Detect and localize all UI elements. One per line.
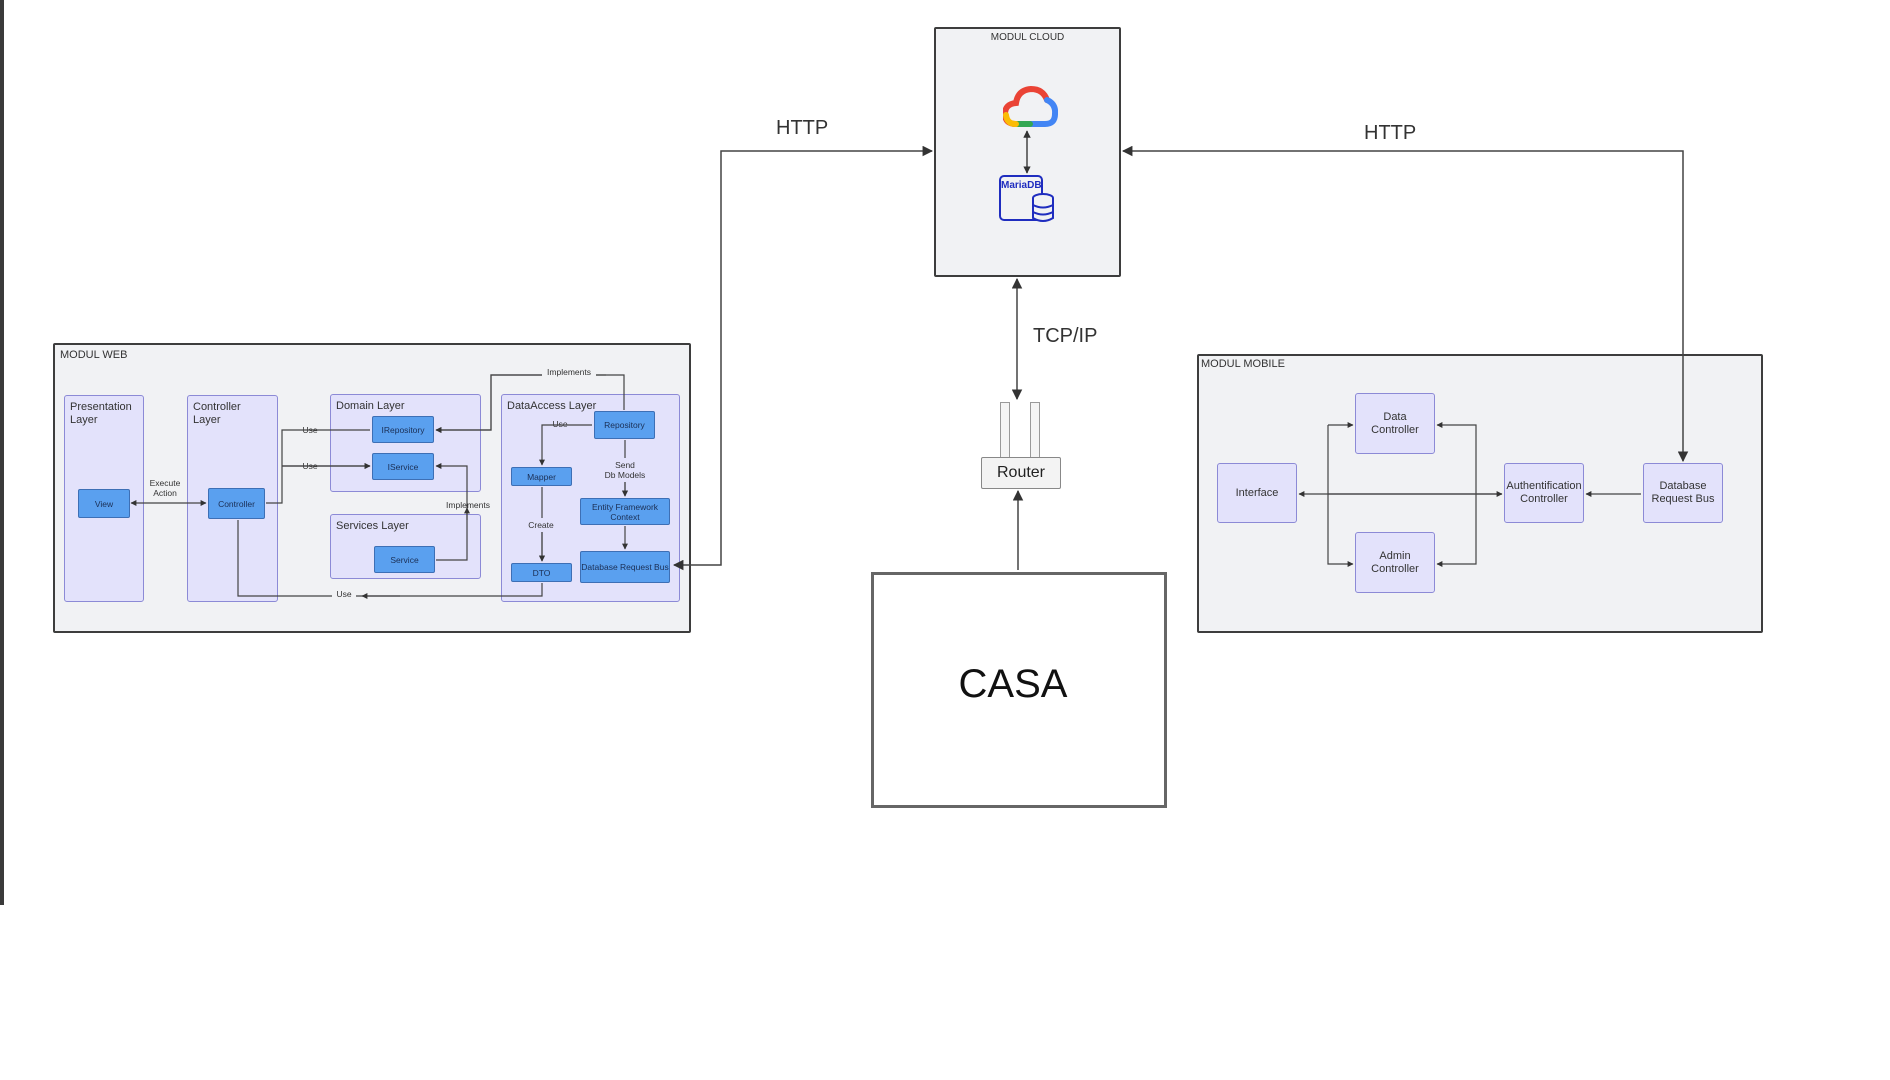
- domain-layer-title: Domain Layer: [336, 400, 405, 412]
- view-box: View: [78, 489, 130, 518]
- db-request-bus-web-box: Database Request Bus: [580, 551, 670, 583]
- auth-admin-connector: [1436, 494, 1477, 567]
- service-box: Service: [374, 546, 435, 573]
- implements-label-mid: Implements: [446, 500, 490, 510]
- mariadb-icon: MariaDB: [999, 175, 1055, 223]
- use-label-bottom: Use: [334, 589, 354, 599]
- execute-action-label: Execute Action: [149, 478, 181, 498]
- auth-data-connector: [1436, 422, 1477, 494]
- service-implements-connector: [435, 463, 468, 561]
- router-antenna-right: [1030, 402, 1040, 457]
- interface-box: Interface: [1217, 463, 1297, 523]
- database-cylinder-icon: [1032, 193, 1054, 222]
- db-request-bus-mobile-box: Database Request Bus: [1643, 463, 1723, 523]
- services-layer-title: Services Layer: [336, 520, 409, 532]
- use-label-3: Use: [550, 419, 570, 429]
- controller-layer-title: Controller Layer: [193, 401, 241, 426]
- create-label: Create: [528, 520, 554, 530]
- presentation-layer-title: Presentation Layer: [70, 401, 132, 426]
- left-edge-bar: [0, 0, 4, 905]
- router-label: Router: [996, 464, 1046, 481]
- admin-controller-box: Admin Controller: [1355, 532, 1435, 593]
- google-cloud-icon: [1003, 85, 1058, 127]
- iservice-box: IService: [372, 453, 434, 480]
- cloud-module-title: MODUL CLOUD: [990, 32, 1065, 43]
- mapper-box: Mapper: [511, 467, 572, 486]
- mariadb-label: MariaDB: [1001, 180, 1042, 191]
- controller-box: Controller: [208, 488, 265, 519]
- repository-implements-connector: [436, 374, 625, 430]
- implements-label-top: Implements: [542, 367, 596, 377]
- web-module-title: MODUL WEB: [60, 349, 128, 361]
- casa-label: CASA: [958, 661, 1068, 706]
- http-right-connector: [1121, 145, 1689, 463]
- auth-controller-box: Authentification Controller: [1504, 463, 1584, 523]
- repository-box: Repository: [594, 411, 655, 439]
- router-antenna-left: [1000, 402, 1010, 457]
- ef-context-box: Entity Framework Context: [580, 498, 670, 525]
- send-db-models-label: Send Db Models: [604, 460, 646, 480]
- http-left-connector: [672, 145, 934, 571]
- controller-dto-connector: [237, 520, 543, 597]
- tcp-ip-label: TCP/IP: [1033, 325, 1098, 347]
- router-box: Router: [981, 457, 1061, 489]
- dataaccess-layer-title: DataAccess Layer: [507, 400, 597, 412]
- http-right-label: HTTP: [1364, 122, 1417, 144]
- http-left-label: HTTP: [776, 117, 829, 139]
- casa-box: CASA: [871, 572, 1167, 808]
- repository-mapper-connector: [539, 424, 592, 466]
- irepository-box: IRepository: [372, 416, 434, 443]
